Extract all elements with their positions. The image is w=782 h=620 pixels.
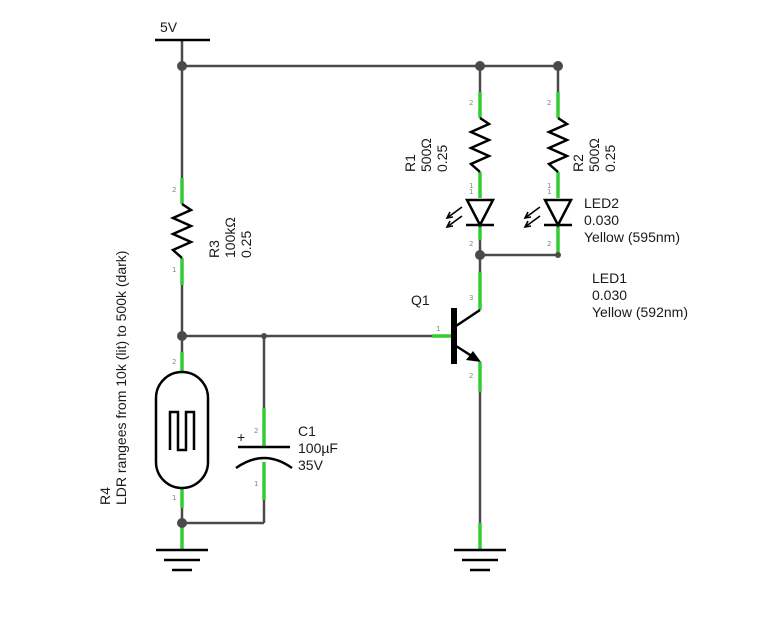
led2-color: Yellow (595nm): [584, 229, 680, 245]
c1-ref: C1: [298, 423, 316, 439]
capacitor-plate-negative: [235, 456, 293, 470]
led2-value: 0.030: [584, 212, 619, 228]
emitter-arrow-icon: [466, 351, 481, 362]
junctions: [177, 61, 563, 528]
pin-number: 2: [254, 427, 258, 435]
pin-number: 3: [469, 294, 473, 302]
resistor-r2[interactable]: 2 1 R2 500Ω 0.25: [545, 99, 618, 190]
c1-voltage: 35V: [298, 457, 324, 473]
pin-number: 1: [436, 325, 440, 333]
pin-number: 2: [469, 240, 473, 248]
led2-ref: LED2: [584, 195, 619, 211]
led1-ref: LED1: [592, 270, 627, 286]
pin-number: 1: [547, 188, 551, 196]
ground-symbol-left: [156, 548, 208, 572]
transistor-q1[interactable]: 3 1 2 Q1: [411, 292, 481, 380]
diode-triangle: [464, 198, 496, 228]
pin-number: 2: [469, 372, 473, 380]
resistor-zigzag: [467, 116, 493, 173]
pin-number: 2: [172, 358, 176, 366]
q1-ref: Q1: [411, 292, 430, 308]
ldr-r4[interactable]: 2 1 R4 LDR rangees from 10k (lit) to 500…: [97, 251, 210, 505]
junction-dot: [553, 61, 563, 71]
junction-dot: [177, 331, 187, 341]
r2-value: 500Ω: [586, 138, 602, 172]
pin-number: 2: [547, 99, 551, 107]
pin-number: 1: [469, 188, 473, 196]
led1-color: Yellow (592nm): [592, 304, 688, 320]
led2-labels: LED2 0.030 Yellow (595nm): [584, 195, 680, 245]
r2-ref: R2: [570, 154, 586, 172]
r3-power: 0.25: [238, 231, 254, 258]
resistor-zigzag: [169, 202, 195, 259]
pin-number: 1: [172, 266, 176, 274]
pin-leads: [180, 92, 560, 550]
led1-labels: LED1 0.030 Yellow (592nm): [592, 270, 688, 320]
junction-dot: [261, 333, 267, 339]
led1-value: 0.030: [592, 287, 627, 303]
wires: [180, 40, 560, 525]
pin-number: 1: [469, 182, 473, 190]
junction-dot: [177, 518, 187, 528]
ldr-body: [154, 370, 210, 490]
resistor-r1[interactable]: 2 1 R1 500Ω 0.25: [402, 99, 493, 190]
transistor-collector-line: [455, 308, 481, 328]
junction-dot: [475, 250, 485, 260]
r4-note: LDR rangees from 10k (lit) to 500k (dark…: [113, 251, 129, 505]
junction-dot: [177, 61, 187, 71]
led-led2[interactable]: 1 2: [523, 188, 574, 248]
junction-dot: [555, 252, 561, 258]
ldr-track: [168, 410, 196, 452]
c1-value: 100µF: [298, 440, 338, 456]
r4-ref: R4: [97, 487, 113, 505]
r3-ref: R3: [206, 240, 222, 258]
r3-value: 100kΩ: [222, 217, 238, 258]
pin-number: 1: [547, 182, 551, 190]
led-led1[interactable]: 1 2: [445, 188, 496, 248]
r2-power: 0.25: [602, 145, 618, 172]
pin-number: 1: [254, 480, 258, 488]
light-arrows-icon: [523, 206, 541, 229]
pin-number: 2: [547, 240, 551, 248]
r1-power: 0.25: [434, 145, 450, 172]
diode-triangle: [542, 198, 574, 228]
light-arrows-icon: [445, 206, 463, 229]
supply-label: 5V: [160, 19, 178, 35]
pin-number: 1: [172, 494, 176, 502]
supply-symbol: 5V: [155, 19, 210, 42]
pin-number: 2: [469, 99, 473, 107]
junction-dot: [475, 61, 485, 71]
r1-value: 500Ω: [418, 138, 434, 172]
ground-symbol-right: [454, 548, 506, 572]
r1-ref: R1: [402, 154, 418, 172]
plus-icon: +: [237, 429, 245, 445]
resistor-zigzag: [545, 116, 571, 173]
resistor-r3[interactable]: 2 1 R3 100kΩ 0.25: [169, 186, 254, 274]
capacitor-c1[interactable]: + 2 1 C1 100µF 35V: [235, 423, 338, 488]
pin-number: 2: [172, 186, 176, 194]
